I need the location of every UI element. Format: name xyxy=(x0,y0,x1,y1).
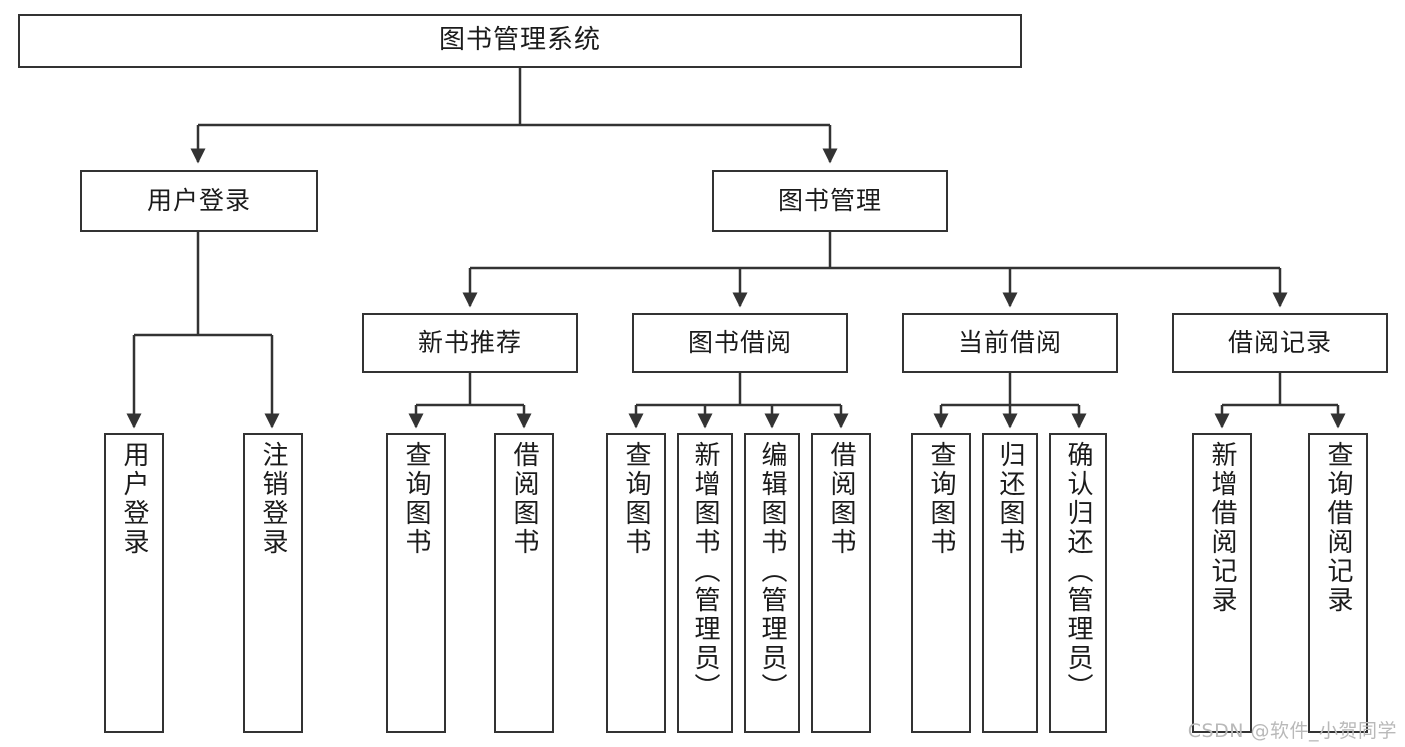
leaf-query-book-new[interactable]: 查询图书 xyxy=(386,433,446,733)
node-borrow-record[interactable]: 借阅记录 xyxy=(1172,313,1388,373)
node-new-book-recommend[interactable]: 新书推荐 xyxy=(362,313,578,373)
node-label: 注销登录 xyxy=(258,441,288,557)
leaf-borrow-book-new[interactable]: 借阅图书 xyxy=(494,433,554,733)
leaf-borrow-book[interactable]: 借阅图书 xyxy=(811,433,871,733)
leaf-user-login[interactable]: 用户登录 xyxy=(104,433,164,733)
node-label: 借阅图书 xyxy=(826,441,856,557)
node-label: 用户登录 xyxy=(119,441,149,557)
leaf-logout[interactable]: 注销登录 xyxy=(243,433,303,733)
node-label: 新书推荐 xyxy=(417,328,522,357)
node-label: 查询借阅记录 xyxy=(1323,441,1353,615)
node-label: 借阅图书 xyxy=(509,441,539,557)
leaf-query-book-borrow[interactable]: 查询图书 xyxy=(606,433,666,733)
node-label: 新增借阅记录 xyxy=(1207,441,1237,615)
node-label: 图书借阅 xyxy=(687,328,792,357)
leaf-query-book-current[interactable]: 查询图书 xyxy=(911,433,971,733)
leaf-return-book[interactable]: 归还图书 xyxy=(982,433,1038,733)
node-label: 图书管理系统 xyxy=(438,25,601,56)
node-label: 新增图书（管理员） xyxy=(690,441,720,702)
node-book-borrow[interactable]: 图书借阅 xyxy=(632,313,848,373)
leaf-add-book-admin[interactable]: 新增图书（管理员） xyxy=(677,433,733,733)
node-label: 用户登录 xyxy=(146,186,251,215)
node-label: 确认归还（管理员） xyxy=(1063,441,1093,702)
node-label: 借阅记录 xyxy=(1227,328,1332,357)
node-current-borrow[interactable]: 当前借阅 xyxy=(902,313,1118,373)
node-label: 图书管理 xyxy=(777,186,882,215)
node-label: 查询图书 xyxy=(926,441,956,557)
leaf-add-borrow-record[interactable]: 新增借阅记录 xyxy=(1192,433,1252,733)
leaf-confirm-return-admin[interactable]: 确认归还（管理员） xyxy=(1049,433,1107,733)
node-label: 归还图书 xyxy=(995,441,1025,557)
node-user-login[interactable]: 用户登录 xyxy=(80,170,318,232)
leaf-edit-book-admin[interactable]: 编辑图书（管理员） xyxy=(744,433,800,733)
node-root-system[interactable]: 图书管理系统 xyxy=(18,14,1022,68)
node-label: 当前借阅 xyxy=(957,328,1062,357)
leaf-query-borrow-record[interactable]: 查询借阅记录 xyxy=(1308,433,1368,733)
node-label: 查询图书 xyxy=(401,441,431,557)
node-label: 编辑图书（管理员） xyxy=(757,441,787,702)
node-label: 查询图书 xyxy=(621,441,651,557)
node-book-management[interactable]: 图书管理 xyxy=(712,170,948,232)
